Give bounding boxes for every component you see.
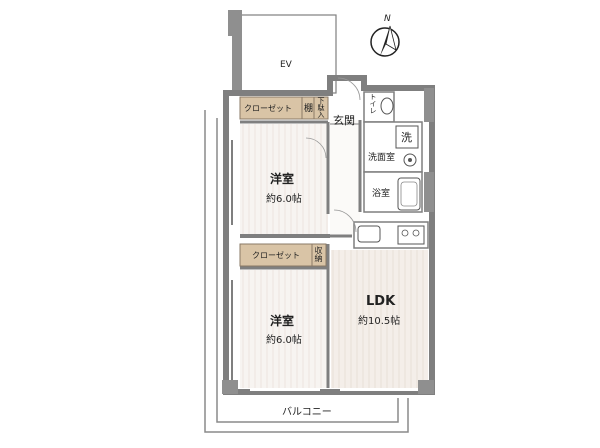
bedroom-1-size: 約6.0帖: [266, 194, 302, 205]
shoe-storage: [313, 96, 329, 120]
elevator-top-wall: [228, 10, 242, 36]
closet-top-label: クローゼット: [244, 104, 292, 113]
stove: [397, 225, 425, 245]
washroom-label: 洗面室: [368, 153, 396, 163]
storage: [311, 243, 327, 267]
bedroom-2-name: 洋室: [270, 314, 295, 328]
balcony-label: バルコニー: [282, 407, 332, 418]
bedroom-2-floor: [240, 270, 328, 388]
balcony-inner: [216, 118, 399, 423]
bedroom-1-name: 洋室: [270, 172, 295, 186]
laundry-label: 洗: [401, 131, 412, 144]
bedroom-1-floor: [240, 124, 328, 234]
right-wall-column: [424, 88, 434, 122]
bathtub: [397, 177, 421, 211]
ldk-name: LDK: [366, 294, 396, 309]
door-swing: [305, 137, 327, 159]
elevator-shaft: [235, 14, 337, 94]
toilet-label: トイレ: [369, 93, 377, 114]
storage-label: 収納: [314, 246, 323, 262]
ldk-floor: [331, 250, 428, 388]
kitchen-sink: [357, 225, 381, 243]
outer-wall: [223, 75, 435, 395]
balcony-outline: [204, 110, 409, 433]
north-label: N: [384, 14, 391, 24]
shelf-label: 棚: [304, 104, 314, 114]
corner-column: [222, 380, 238, 394]
elevator-label: EV: [280, 60, 292, 70]
bathroom-label: 浴室: [372, 189, 391, 199]
ldk-size: 約10.5帖: [358, 316, 401, 327]
shoe-storage-label: 下駄入: [317, 97, 325, 118]
hallway-floor: [330, 120, 360, 236]
entrance-label: 玄関: [333, 114, 355, 127]
north-compass-icon: [370, 25, 400, 57]
washing-machine: [395, 125, 419, 149]
bedroom-2-size: 約6.0帖: [266, 335, 302, 346]
closet-bottom-label: クローゼット: [252, 251, 300, 260]
